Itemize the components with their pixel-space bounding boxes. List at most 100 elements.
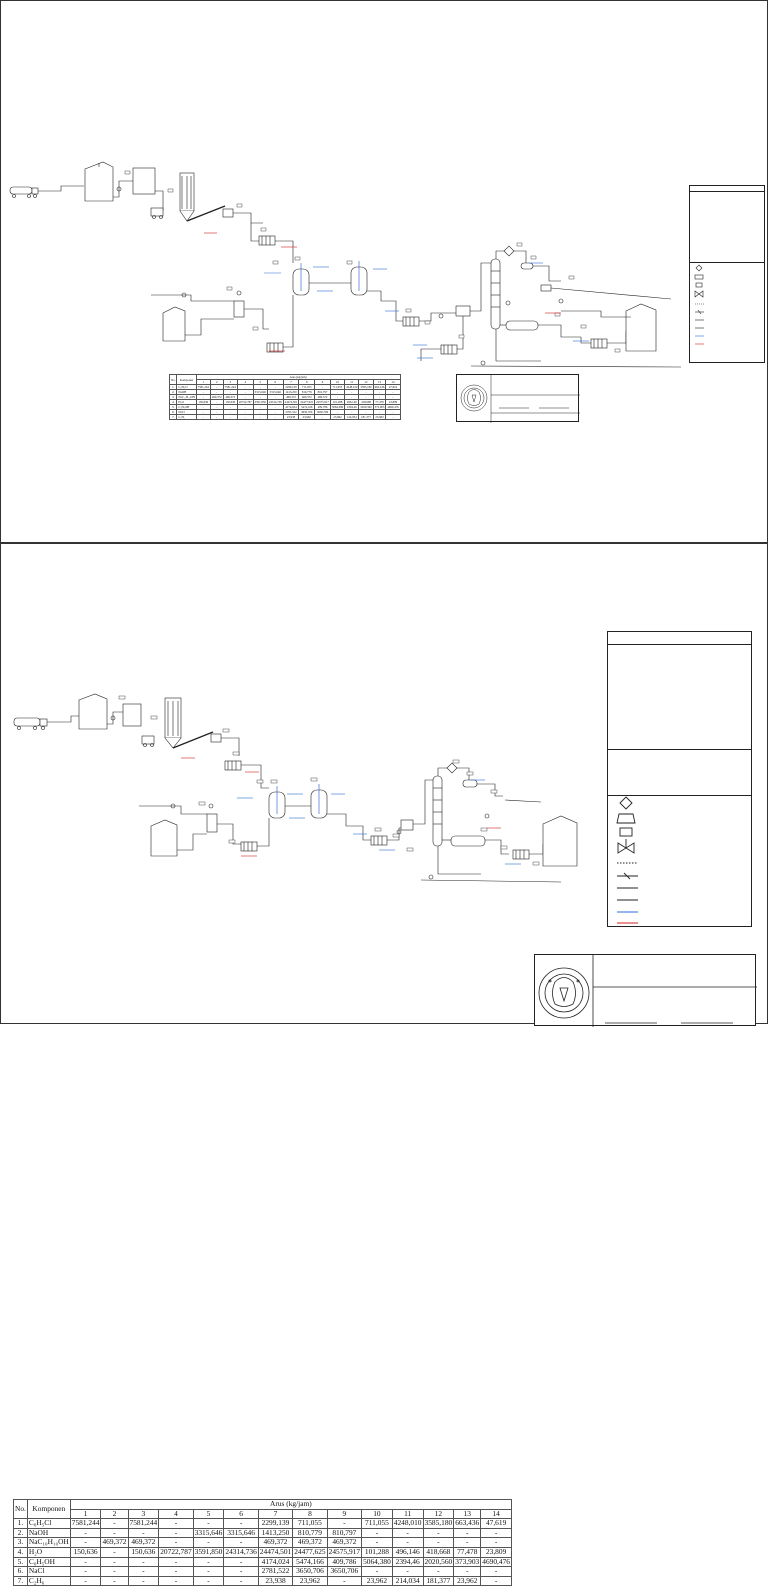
stream-value: 24314,736 [266, 399, 284, 405]
stream-value: 1413,250 [282, 389, 300, 395]
stream-number: 7 [257, 1508, 294, 1520]
heat-exchanger-icon [266, 342, 284, 353]
stream-value: - [453, 1527, 482, 1539]
heat-exchanger-icon [370, 835, 388, 846]
storage-tank-icon [84, 161, 114, 202]
stream-value: 2781,522 [282, 409, 300, 415]
pump-icon [484, 813, 490, 819]
stream-number: 6 [223, 1508, 259, 1520]
stream-value: - [100, 1546, 129, 1558]
university-seal-logo [538, 967, 590, 1019]
stream-number: 5 [192, 1508, 225, 1520]
heat-exchanger-icon [512, 849, 530, 860]
stream-number: 10 [361, 1508, 393, 1520]
stream-value: 3315,646 [252, 389, 268, 395]
stream-value: - [422, 1527, 455, 1539]
stream-value: 418,668 [358, 399, 374, 405]
reactor-icon [310, 784, 328, 819]
stream-value: - [223, 1566, 259, 1577]
row-number: 7. [13, 1575, 28, 1586]
stream-value: 4690,476 [480, 1556, 512, 1568]
flow-control-icon [694, 274, 704, 280]
process-flow-diagram-bottom [13, 693, 578, 883]
stream-value: 181,377 [422, 1575, 455, 1586]
university-seal-logo [460, 384, 488, 412]
stream-value: 3591,850 [192, 1546, 225, 1558]
stream-value: - [361, 1527, 393, 1539]
stream-value: - [422, 1566, 455, 1577]
pump-icon [208, 803, 214, 809]
stream-value: 2020,560 [358, 404, 374, 410]
stream-value: 181,377 [358, 414, 374, 420]
title-block-bottom [534, 954, 757, 1027]
control-valve-icon [617, 842, 635, 854]
stream-number: 8 [292, 1508, 328, 1520]
stream-value: 5474,166 [292, 1556, 328, 1568]
stream-number: 4 [158, 1508, 194, 1520]
distillation-column-icon [432, 775, 443, 847]
stream-value: - [385, 414, 401, 420]
level-control-icon [619, 827, 633, 837]
stream-value: 24477,625 [292, 1546, 328, 1558]
storage-bin-icon [122, 703, 142, 727]
stream-value: - [69, 1537, 102, 1548]
stream-value: - [158, 1518, 194, 1529]
stream-number: 9 [326, 1508, 363, 1520]
stream-value: 2299,139 [257, 1518, 294, 1529]
stream-value: 496,146 [344, 399, 360, 405]
stream-value: 373,903 [372, 404, 387, 410]
stream-number: 12 [422, 1508, 455, 1520]
stream-value: 24474,501 [282, 399, 300, 405]
stream-value: - [209, 414, 224, 420]
row-number: 2. [13, 1527, 28, 1539]
row-number: 7. [168, 414, 178, 420]
stream-value: 214,034 [391, 1575, 424, 1586]
stream-value: 101,288 [361, 1546, 393, 1558]
silo-icon [179, 172, 195, 222]
stream-value: - [158, 1575, 194, 1586]
stream-value: - [223, 1575, 259, 1586]
tanker-truck-icon [13, 717, 48, 730]
stream-value: - [480, 1527, 512, 1539]
stream-value: - [391, 1566, 424, 1577]
stream-value: 23,938 [257, 1575, 294, 1586]
stream-value: 469,372 [292, 1537, 328, 1548]
storage-tank-icon [150, 819, 178, 857]
stream-value: 469,372 [209, 394, 224, 400]
stream-value: 4174,024 [282, 404, 300, 410]
legend-symbols-top [694, 264, 704, 345]
distillation-column-icon [490, 258, 501, 330]
heat-exchanger-icon [440, 344, 458, 355]
legend-symbols-bottom [616, 796, 638, 924]
komponen-header: Komponen [176, 374, 197, 385]
pump-icon [116, 186, 122, 192]
stream-value: - [100, 1556, 129, 1568]
stream-value: - [391, 1527, 424, 1539]
stream-value: 663,436 [372, 384, 387, 390]
stream-value: - [422, 1537, 455, 1548]
stream-value: - [453, 1566, 482, 1577]
pump-icon [480, 360, 486, 366]
reactor-icon [350, 261, 368, 296]
stream-value: - [192, 1556, 225, 1568]
stream-value: - [100, 1566, 129, 1577]
stream-value: 47,619 [480, 1518, 512, 1529]
tanker-truck-icon [9, 186, 39, 198]
stream-value: - [453, 1537, 482, 1548]
stream-value: 810,779 [292, 1527, 328, 1539]
stream-value: - [158, 1527, 194, 1539]
stream-value: 23,809 [480, 1546, 512, 1558]
heat-exchanger-icon [590, 338, 608, 349]
component-name: C₂H₆ [176, 414, 197, 420]
stream-value: 77,478 [453, 1546, 482, 1558]
stream-value: 3585,180 [422, 1518, 455, 1529]
component-name: C₂H₆ [26, 1575, 71, 1586]
stream-value: 496,146 [391, 1546, 424, 1558]
